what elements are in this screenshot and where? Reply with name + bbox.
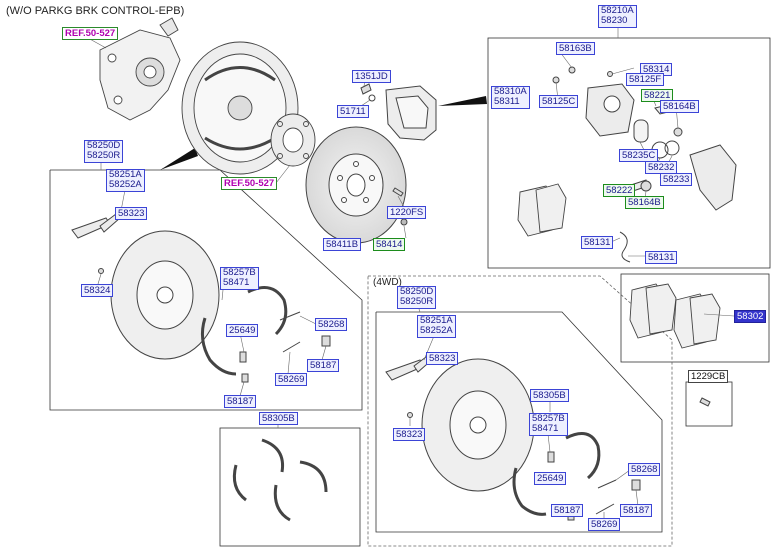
caliper-group-box [487,37,771,269]
backing-plate-illustration [181,41,299,175]
part-58305b-left[interactable]: 58305B [259,412,298,425]
part-58222[interactable]: 58222 [603,184,636,197]
part-label-line: 58311 [494,96,520,107]
part-58221[interactable]: 58221 [641,89,674,102]
4wd-inner-box [375,311,663,533]
part-58164b-upper[interactable]: 58164B [660,100,699,113]
4wd-dashed-box [367,275,673,547]
part-58187-4wd-b[interactable]: 58187 [620,504,653,517]
part-58269-4wd[interactable]: 58269 [588,518,621,531]
part-58268-left[interactable]: 58268 [315,318,348,331]
ref-link-top[interactable]: REF.50-527 [62,27,119,40]
part-label-line: 58471 [532,423,559,434]
part-label-line: 58471 [223,277,250,288]
shoes-left [200,286,301,376]
part-label-line: 58310A [494,86,527,97]
shoe-set-box [219,427,361,547]
part-58269-left[interactable]: 58269 [275,373,308,386]
part-58125c[interactable]: 58125C [539,95,579,108]
part-58187-left-b[interactable]: 58187 [224,395,257,408]
nut-58414 [400,218,408,226]
washer-51711 [368,94,376,102]
4wd-subheader: (4WD) [373,277,402,288]
part-58187-left-a[interactable]: 58187 [307,359,340,372]
part-label-line: 58252A [109,179,142,190]
part-label-line: 58250R [400,296,434,307]
brake-pads-illustration [517,183,567,237]
part-label-line: 58250D [400,286,434,297]
part-58131-a[interactable]: 58131 [581,236,614,249]
hub-illustration [270,113,316,167]
small-parts-4wd [407,412,641,521]
part-label-line: 58257B [223,267,256,278]
pointer-wedge-caliper [438,96,487,106]
part-58131-b[interactable]: 58131 [645,251,678,264]
shoe-set-illustration [232,438,328,522]
pad-group-box [620,273,770,363]
part-25649-4wd[interactable]: 25649 [534,472,567,485]
part-58235c[interactable]: 58235C [619,149,659,162]
lever-58251-left [71,213,121,239]
backing-plate-left [110,230,220,360]
part-58125f[interactable]: 58125F [626,73,665,86]
caliper-illustration [385,85,437,141]
part-label-line: 58251A [109,169,142,180]
backing-plate-4wd [421,358,535,492]
part-label-line: 58250D [87,140,121,151]
shoe-kit-group-box [49,169,363,411]
diagram-header: (W/O PARKG BRK CONTROL-EPB) [6,5,185,17]
part-58323-4wd-a[interactable]: 58323 [426,352,459,365]
bolt-1229cb [699,397,711,407]
part-1229cb[interactable]: 1229CB [688,370,729,383]
caliper-assembly-illustration [552,66,737,211]
part-58268-4wd[interactable]: 58268 [628,463,661,476]
part-58164b-lower[interactable]: 58164B [625,196,664,209]
part-58302[interactable]: 58302 [734,310,767,323]
part-label-line: 58252A [420,325,453,336]
ref-link-mid[interactable]: REF.50-527 [221,177,278,190]
part-label-line: 58251A [420,315,453,326]
part-label-line: 58230 [601,15,628,26]
part-label-line: 58250R [87,150,121,161]
part-1220fs[interactable]: 1220FS [387,206,427,219]
knuckle-illustration [99,17,181,121]
part-58233[interactable]: 58233 [660,173,693,186]
part-label-line: 58210A [601,5,634,16]
part-58414[interactable]: 58414 [373,238,406,251]
screw-1220fs [392,187,404,197]
pointer-wedge-rotor [160,148,198,170]
part-1351jd[interactable]: 1351JD [352,70,391,83]
pad-set-illustration [629,283,721,349]
part-58187-4wd-a[interactable]: 58187 [551,504,584,517]
part-58411b[interactable]: 58411B [323,238,362,251]
part-58163b[interactable]: 58163B [556,42,595,55]
shoes-4wd [512,432,601,516]
brake-rotor-illustration [305,126,407,244]
part-58305b-4wd[interactable]: 58305B [530,389,569,402]
part-label-line: 58257B [532,413,565,424]
part-58324[interactable]: 58324 [81,284,114,297]
pad-spring-58131 [619,231,631,263]
part-25649-left[interactable]: 25649 [226,324,259,337]
part-58323-left[interactable]: 58323 [115,207,148,220]
part-58323-4wd-b[interactable]: 58323 [393,428,426,441]
part-51711[interactable]: 51711 [337,105,369,118]
bolt-1351jd [360,83,372,95]
